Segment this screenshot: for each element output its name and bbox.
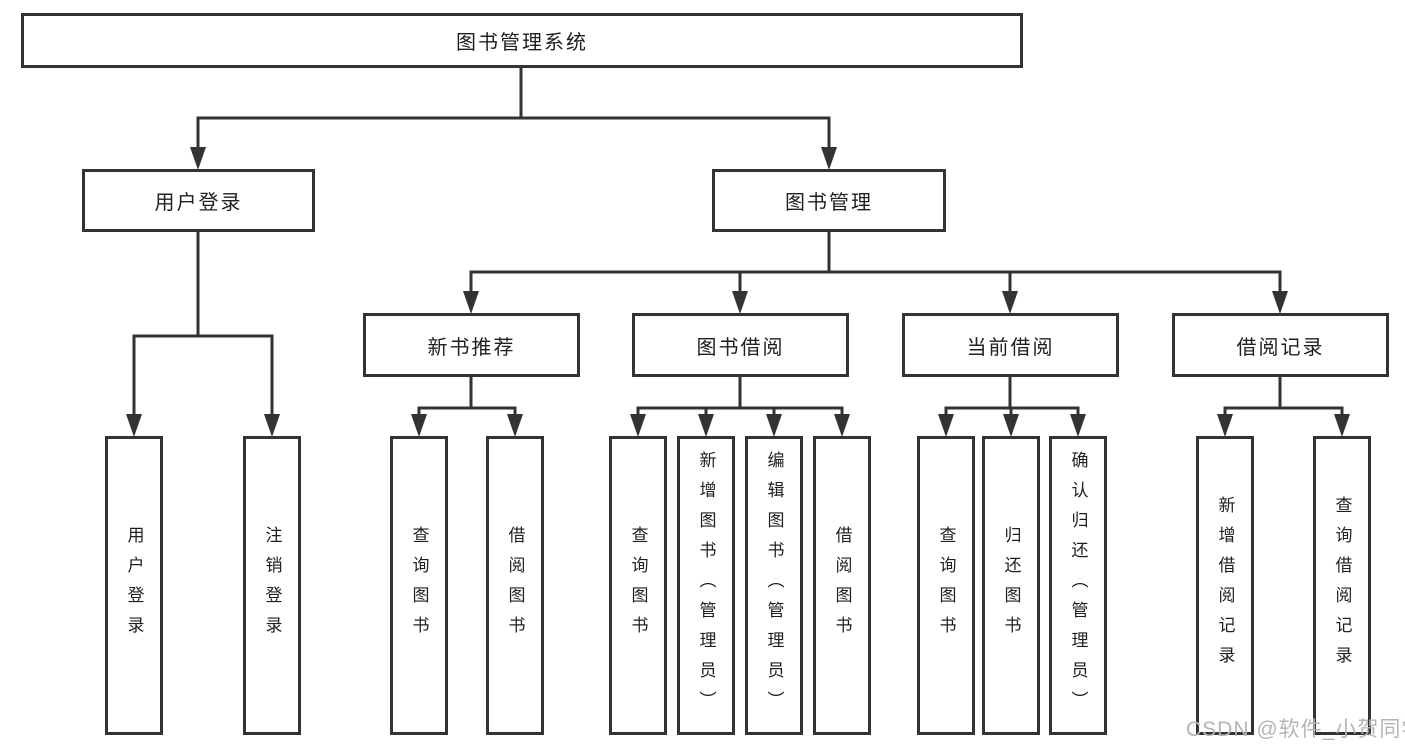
arrowhead-icon xyxy=(411,414,427,437)
leaf-query-book-1: 查询图书 xyxy=(390,436,448,735)
node-library-management-system: 图书管理系统 xyxy=(21,13,1023,68)
arrowhead-icon xyxy=(507,414,523,437)
node-book-management: 图书管理 xyxy=(712,169,946,232)
leaf-edit-book-admin-label: 编辑图书（管理员） xyxy=(764,450,784,721)
leaf-borrow-book-2-label: 借阅图书 xyxy=(832,525,852,646)
leaf-query-book-3: 查询图书 xyxy=(917,436,975,735)
node-user-login: 用户登录 xyxy=(82,169,315,232)
leaf-add-book-admin: 新增图书（管理员） xyxy=(677,436,735,735)
leaf-user-login-label: 用户登录 xyxy=(124,525,144,646)
node-new-book-recommend: 新书推荐 xyxy=(363,313,580,377)
node-borrow-record: 借阅记录 xyxy=(1172,313,1389,377)
leaf-confirm-return-admin-label: 确认归还（管理员） xyxy=(1068,450,1088,721)
leaf-add-borrow-record-label: 新增借阅记录 xyxy=(1215,495,1235,676)
arrowhead-icon xyxy=(1070,414,1086,437)
arrowhead-icon xyxy=(1002,291,1018,314)
leaf-borrow-book-1: 借阅图书 xyxy=(486,436,544,735)
leaf-user-login: 用户登录 xyxy=(105,436,163,735)
arrowhead-icon xyxy=(938,414,954,437)
leaf-add-book-admin-label: 新增图书（管理员） xyxy=(696,450,716,721)
leaf-query-book-2-label: 查询图书 xyxy=(628,525,648,646)
connector-book-management-to-level3 xyxy=(469,232,1282,296)
leaf-query-borrow-record-label: 查询借阅记录 xyxy=(1332,495,1352,676)
leaf-query-book-2: 查询图书 xyxy=(609,436,667,735)
leaf-query-book-3-label: 查询图书 xyxy=(936,525,956,646)
arrowhead-icon xyxy=(821,147,837,170)
leaf-query-book-1-label: 查询图书 xyxy=(409,525,429,646)
leaf-return-book-label: 归还图书 xyxy=(1001,525,1021,646)
leaf-add-borrow-record: 新增借阅记录 xyxy=(1196,436,1254,735)
connector-user-login-to-leaves xyxy=(132,232,274,419)
arrowhead-icon xyxy=(126,414,142,437)
leaf-logout: 注销登录 xyxy=(243,436,301,735)
arrowhead-icon xyxy=(463,291,479,314)
leaf-confirm-return-admin: 确认归还（管理员） xyxy=(1049,436,1107,735)
arrowhead-icon xyxy=(834,414,850,437)
node-book-borrow: 图书借阅 xyxy=(632,313,849,377)
csdn-watermark: CSDN @软件_小贺同学 xyxy=(1186,718,1405,741)
arrowhead-icon xyxy=(1272,291,1288,314)
arrowhead-icon xyxy=(630,414,646,437)
leaf-edit-book-admin: 编辑图书（管理员） xyxy=(745,436,803,735)
leaf-borrow-book-2: 借阅图书 xyxy=(813,436,871,735)
arrowhead-icon xyxy=(766,414,782,437)
leaf-logout-label: 注销登录 xyxy=(262,525,282,646)
leaf-query-borrow-record: 查询借阅记录 xyxy=(1313,436,1371,735)
arrowhead-icon xyxy=(1217,414,1233,437)
arrowhead-icon xyxy=(190,147,206,170)
arrowhead-icon xyxy=(698,414,714,437)
connector-borrow-record-to-leaves xyxy=(1223,377,1344,419)
arrowhead-icon xyxy=(732,291,748,314)
arrowhead-icon xyxy=(1334,414,1350,437)
leaf-borrow-book-1-label: 借阅图书 xyxy=(505,525,525,646)
arrowhead-icon xyxy=(1003,414,1019,437)
connector-book-borrow-to-leaves xyxy=(636,377,844,419)
node-current-borrow: 当前借阅 xyxy=(902,313,1119,377)
leaf-return-book: 归还图书 xyxy=(982,436,1040,735)
arrowhead-icon xyxy=(264,414,280,437)
connector-new-book-to-leaves xyxy=(417,377,517,419)
connector-current-borrow-to-leaves xyxy=(944,377,1080,419)
connector-root-to-level2 xyxy=(196,68,831,152)
